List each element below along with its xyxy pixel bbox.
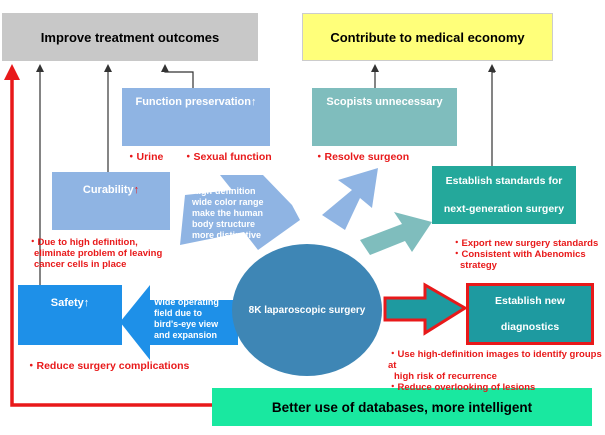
hd-arrow-label: High-definition wide color range make th… [192, 186, 264, 240]
function-preservation-box: Function preservation↑ [122, 88, 270, 146]
standards-line1: Establish standards for [445, 175, 563, 187]
diagnostics-line1: Establish new [494, 295, 566, 307]
note-urine: ・Urine [126, 151, 164, 163]
curability-up-icon: ↑ [133, 184, 140, 196]
diagnostics-line2: diagnostics [500, 321, 560, 333]
note-export: ・Export new surgery standards ・Consisten… [452, 238, 599, 271]
note-sexual: ・Sexual function [183, 151, 272, 163]
scopist-arrow [322, 168, 378, 230]
wide-arrow [120, 285, 238, 360]
center-label: 8K laparoscopic surgery [248, 304, 366, 316]
improve-treatment-label: Improve treatment outcomes [40, 29, 220, 45]
medical-economy-label: Contribute to medical economy [330, 29, 525, 45]
wide-arrow-label: Wide operating field due to bird's-eye v… [154, 297, 219, 340]
curability-box: Curability↑ [52, 172, 170, 230]
function-preservation-label: Function preservation↑ [135, 96, 257, 108]
center-circle: 8K laparoscopic surgery [232, 244, 382, 376]
scopists-box: Scopists unnecessary [312, 88, 457, 146]
safety-label: Safety↑ [50, 297, 90, 309]
improve-treatment-box: Improve treatment outcomes [2, 13, 258, 61]
hd-arrow [180, 175, 300, 250]
note-reduce-complications: ・Reduce surgery complications [26, 360, 190, 372]
standards-arrow [360, 212, 432, 255]
safety-box: Safety↑ [18, 285, 122, 345]
note-resolve: ・Resolve surgeon [314, 151, 410, 163]
standards-line2: next-generation surgery [443, 203, 565, 215]
better-databases-box: Better use of databases, more intelligen… [212, 388, 592, 426]
medical-economy-box: Contribute to medical economy [302, 13, 553, 61]
note-high-def: ・Due to high definition, eliminate probl… [28, 237, 163, 270]
diagnostics-box: Establish new diagnostics [466, 283, 594, 345]
curability-label: Curability [82, 184, 134, 196]
standards-box: Establish standards for next-generation … [432, 166, 576, 224]
feedback-arrow [10, 72, 212, 407]
better-databases-label: Better use of databases, more intelligen… [271, 399, 533, 415]
note-diagnostics: ・Use high-definition images to identify … [388, 349, 602, 393]
scopists-label: Scopists unnecessary [326, 96, 443, 108]
diag-arrow [383, 282, 468, 336]
